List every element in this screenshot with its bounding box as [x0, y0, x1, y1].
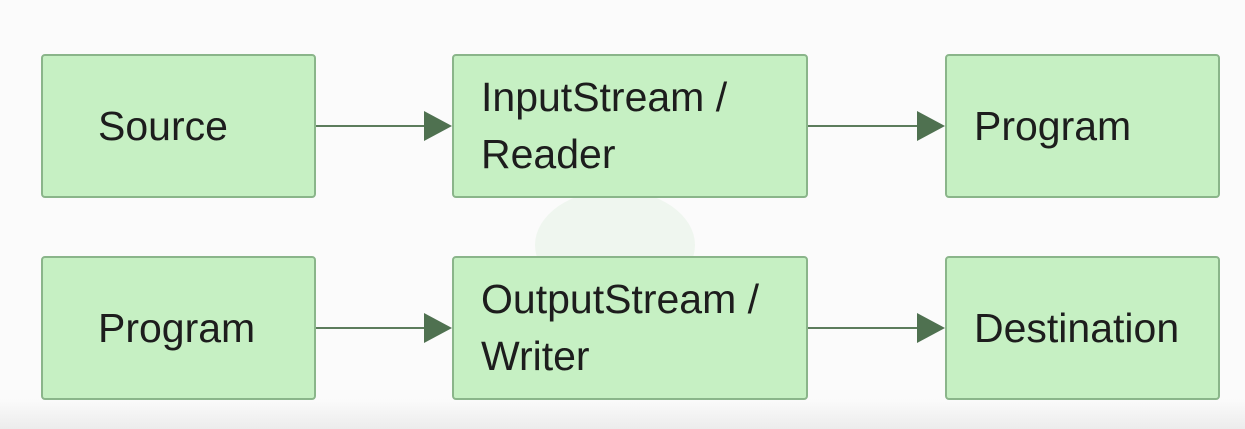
destination-label: Destination — [974, 304, 1180, 351]
program-node-top: Program — [945, 54, 1220, 198]
program-node-bottom: Program — [41, 256, 316, 400]
arrow-program-to-output — [316, 313, 452, 343]
bottom-shade — [0, 399, 1245, 429]
destination-node: Destination — [945, 256, 1220, 400]
output-stream-writer-label: OutputStream / Writer — [481, 276, 760, 379]
arrow-output-to-destination — [808, 313, 945, 343]
arrow-head-icon — [917, 111, 945, 141]
source-node: Source — [41, 54, 316, 198]
arrow-head-icon — [424, 111, 452, 141]
program-label-bottom: Program — [98, 304, 256, 351]
output-stream-writer-node: OutputStream / Writer — [452, 256, 808, 400]
input-stream-reader-node: InputStream / Reader — [452, 54, 808, 198]
input-stream-reader-label: InputStream / Reader — [481, 74, 728, 177]
arrow-source-to-input — [316, 111, 452, 141]
arrow-input-to-program — [808, 111, 945, 141]
program-label-top: Program — [974, 102, 1132, 149]
arrow-head-icon — [917, 313, 945, 343]
arrow-head-icon — [424, 313, 452, 343]
source-label: Source — [98, 102, 228, 149]
